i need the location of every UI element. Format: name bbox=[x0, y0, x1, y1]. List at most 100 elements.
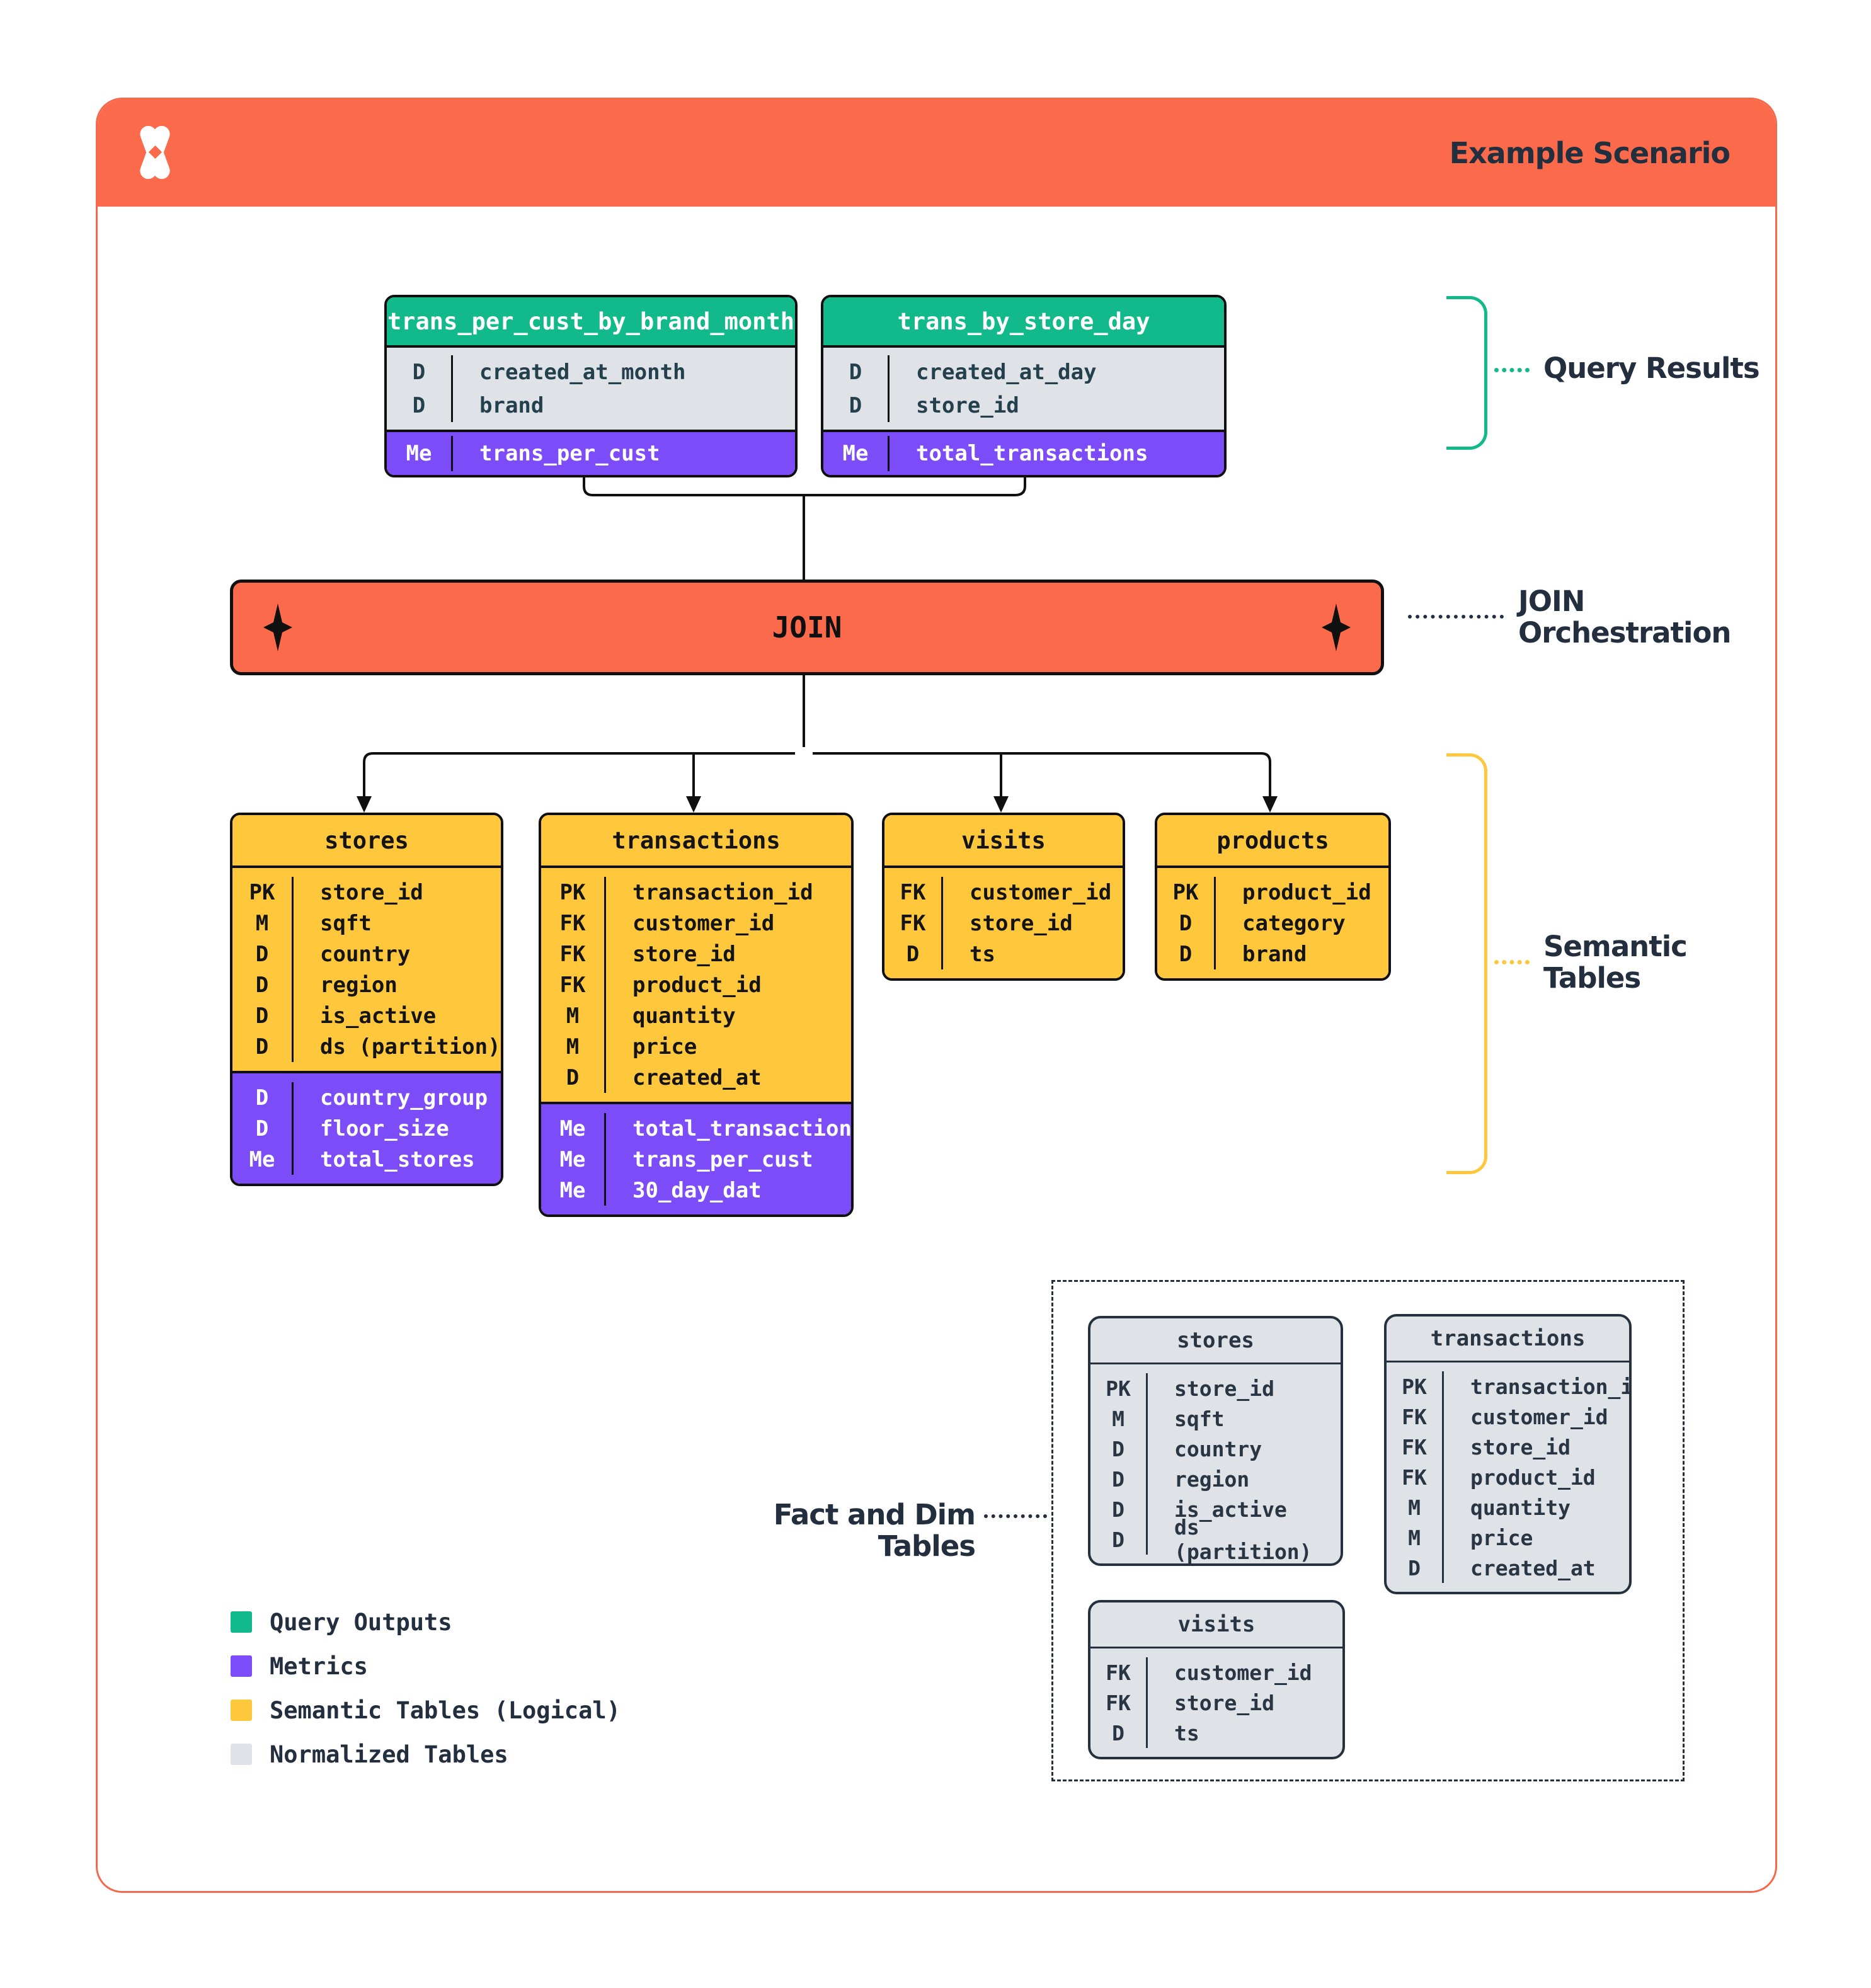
x-spark-logo-icon bbox=[132, 117, 178, 188]
row-key: D bbox=[823, 389, 890, 422]
row-key: D bbox=[232, 1000, 294, 1031]
query-outputs-swatch-icon bbox=[231, 1611, 252, 1633]
fact-dim-connector bbox=[984, 1514, 1047, 1518]
row-field: store_id bbox=[632, 941, 736, 967]
row-key: FK bbox=[1387, 1402, 1444, 1432]
row-field: country_group bbox=[320, 1085, 488, 1111]
table-row: FK store_id bbox=[541, 939, 851, 969]
row-key: D bbox=[541, 1062, 606, 1093]
row-field: transaction_id bbox=[632, 879, 813, 905]
header-bar: Example Scenario bbox=[98, 100, 1775, 207]
row-key: FK bbox=[1387, 1432, 1444, 1462]
row-field: floor_size bbox=[320, 1116, 449, 1141]
legend-item: Metrics bbox=[231, 1644, 621, 1688]
row-key: FK bbox=[541, 969, 606, 1000]
row-key: D bbox=[1090, 1434, 1148, 1464]
semantic-tables-label: Semantic Tables bbox=[1543, 930, 1688, 995]
row-key: D bbox=[1090, 1718, 1148, 1748]
row-key: D bbox=[232, 1031, 294, 1062]
row-key: Me bbox=[541, 1175, 606, 1206]
row-field: region bbox=[1174, 1466, 1250, 1492]
row-field: customer_id bbox=[1174, 1660, 1312, 1685]
row-field: store_id bbox=[970, 910, 1073, 936]
row-key: FK bbox=[1387, 1462, 1444, 1492]
row-field: category bbox=[1242, 910, 1346, 936]
row-field: ds (partition) bbox=[1174, 1515, 1312, 1564]
row-key: D bbox=[1387, 1553, 1444, 1583]
semantic-tables-bracket bbox=[1446, 753, 1487, 1174]
row-key: PK bbox=[1157, 877, 1216, 908]
row-field: quantity bbox=[1470, 1495, 1571, 1520]
row-key: D bbox=[232, 1082, 294, 1113]
row-key: PK bbox=[232, 877, 294, 908]
join-orchestration-connector bbox=[1408, 615, 1504, 619]
row-key: Me bbox=[387, 436, 453, 471]
row-field: created_at bbox=[1470, 1555, 1596, 1580]
row-field: total_transactions bbox=[632, 1116, 854, 1141]
legend: Query Outputs Metrics Semantic Tables (L… bbox=[231, 1600, 621, 1776]
join-label: JOIN bbox=[772, 610, 842, 644]
table-header: visits bbox=[884, 815, 1123, 868]
query-results-bracket bbox=[1446, 296, 1487, 450]
fact-dim-container bbox=[1051, 1280, 1685, 1781]
legend-item: Semantic Tables (Logical) bbox=[231, 1688, 621, 1732]
diamond-icon bbox=[263, 603, 292, 651]
row-key: D bbox=[823, 355, 890, 389]
row-field: product_id bbox=[632, 972, 762, 998]
row-field: ds (partition) bbox=[320, 1034, 501, 1060]
row-key: FK bbox=[1090, 1688, 1148, 1718]
row-field: customer_id bbox=[970, 879, 1112, 905]
row-key: FK bbox=[541, 939, 606, 969]
table-header: trans_by_store_day bbox=[823, 297, 1224, 348]
table-row: FK customer_id bbox=[884, 877, 1123, 908]
row-field: store_id bbox=[1174, 1690, 1274, 1715]
table-header: products bbox=[1157, 815, 1388, 868]
row-key: M bbox=[1387, 1492, 1444, 1522]
row-field: country bbox=[320, 941, 411, 967]
row-key: FK bbox=[1090, 1657, 1148, 1688]
row-field: ts bbox=[970, 941, 995, 967]
row-key: PK bbox=[541, 877, 606, 908]
row-key: D bbox=[232, 939, 294, 969]
row-key: FK bbox=[884, 877, 943, 908]
legend-item: Query Outputs bbox=[231, 1600, 621, 1644]
row-field: created_at_day bbox=[916, 359, 1097, 385]
join-orchestration-label: JOIN Orchestration bbox=[1518, 585, 1731, 650]
row-field: region bbox=[320, 972, 398, 998]
normalized-tables-swatch-icon bbox=[231, 1744, 252, 1765]
row-field: 30_day_dat bbox=[632, 1177, 762, 1203]
row-field: brand bbox=[479, 392, 544, 418]
row-field: product_id bbox=[1242, 879, 1371, 905]
row-field: transaction_id bbox=[1470, 1374, 1632, 1399]
table-row: FK store_id bbox=[1090, 1688, 1342, 1718]
row-field: store_id bbox=[1470, 1434, 1571, 1460]
row-key: M bbox=[541, 1000, 606, 1031]
header-title: Example Scenario bbox=[1449, 136, 1731, 170]
table-row: FK store_id bbox=[1387, 1432, 1629, 1462]
